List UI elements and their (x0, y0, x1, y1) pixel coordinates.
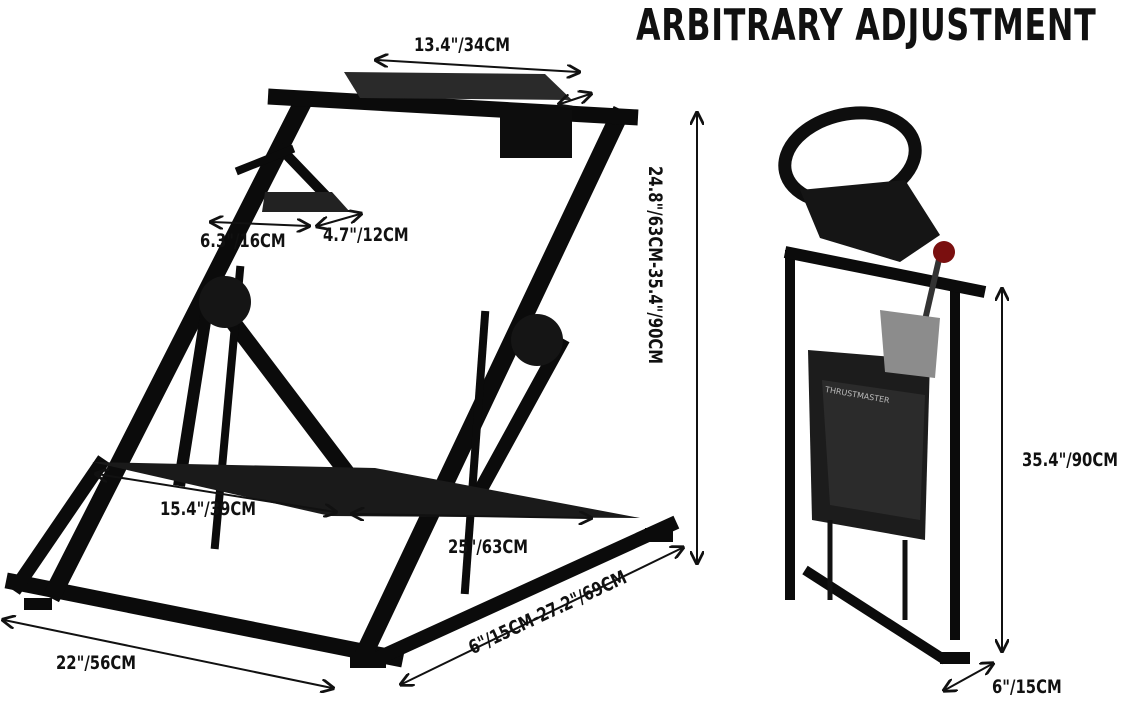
pedal-plate-depth-label: 4.7"/12CM (323, 224, 409, 246)
base-plate-depth-label: 25"/63CM (448, 536, 529, 558)
shifter-mount (500, 110, 572, 158)
page-title: ARBITRARY ADJUSTMENT (636, 0, 1097, 51)
top-wheel-plate (344, 72, 572, 100)
base-plate-width-label: 15.4"/39CM (160, 498, 256, 520)
wheel-stand-unfolded (4, 88, 680, 668)
front-width-label: 22"/56CM (56, 652, 137, 674)
pedal-plate-width-label: 6.3"/16CM (200, 230, 286, 252)
folded-depth-label: 6"/15CM (992, 676, 1062, 698)
dimension-arrows (4, 60, 697, 688)
top-plate-width-label: 13.4"/34CM (414, 34, 510, 56)
folded-height-label: 35.4"/90CM (1022, 449, 1118, 471)
height-range-label: 24.8"/63CM-35.4"/90CM (644, 166, 666, 365)
wheel-stand-folded (778, 106, 987, 665)
